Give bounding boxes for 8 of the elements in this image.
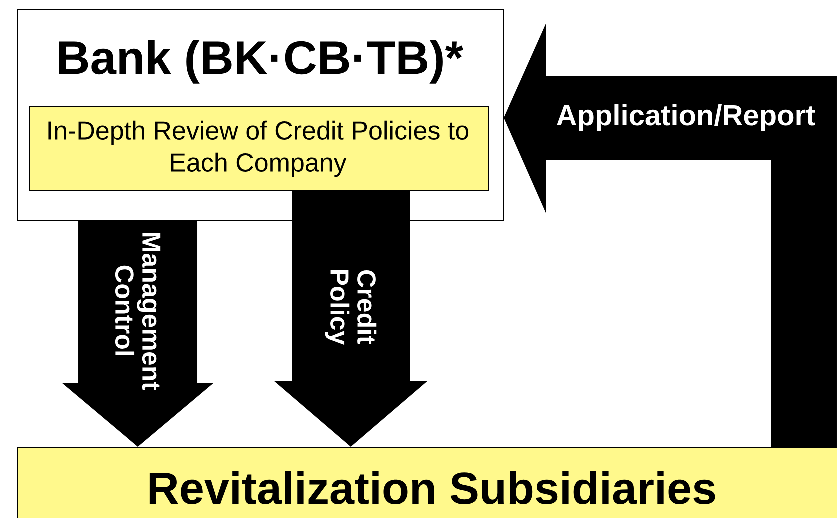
block-arrow xyxy=(504,24,837,447)
block-arrow xyxy=(274,190,428,447)
subsidiaries-box: Revitalization Subsidiaries xyxy=(17,446,837,518)
review-box: In-Depth Review of Credit Policies to Each Company xyxy=(29,106,489,191)
edge-label: Credit Policy xyxy=(325,270,377,346)
edge-label: Management Control xyxy=(115,233,161,390)
edge-label: Application/Report xyxy=(557,104,816,132)
block-arrow xyxy=(62,220,214,447)
